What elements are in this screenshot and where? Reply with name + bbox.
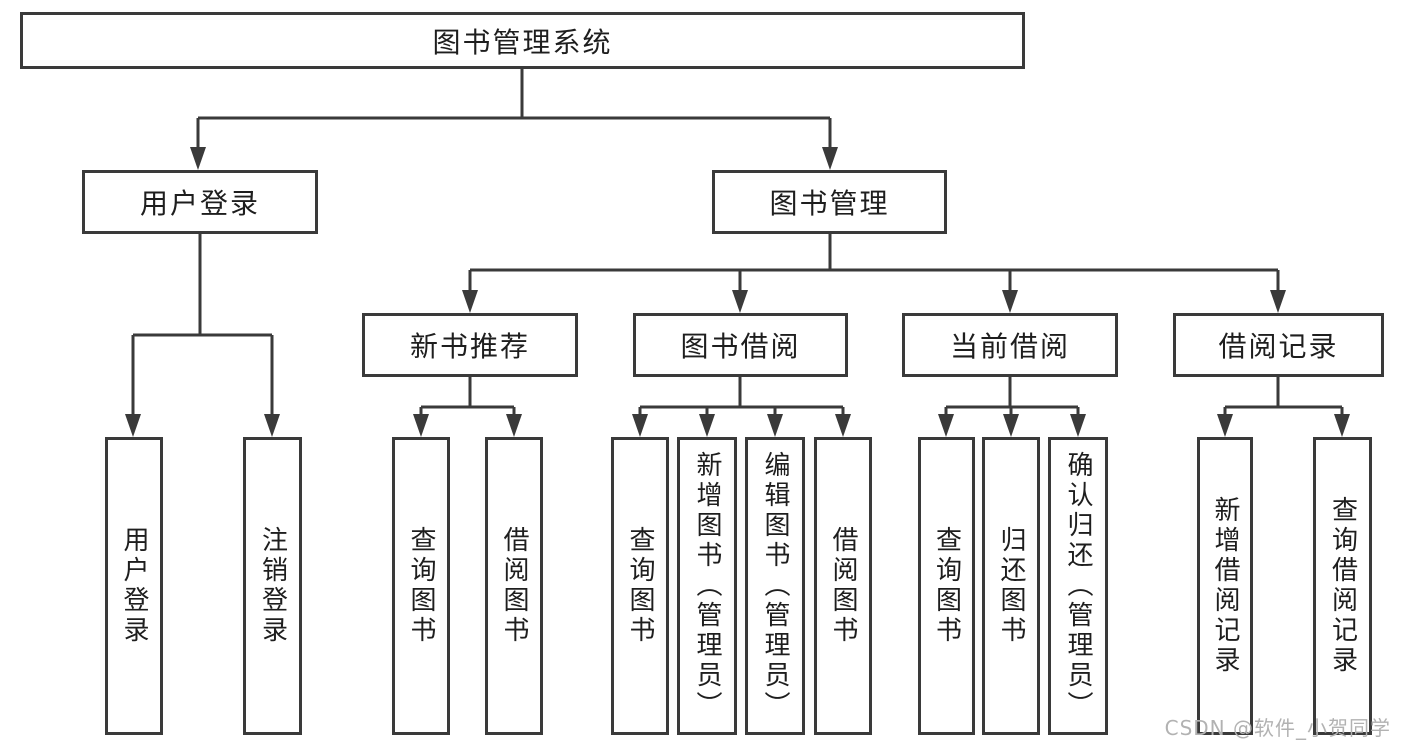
leaf-current-return-books-label: 归还图书	[996, 526, 1026, 646]
node-book-borrowing-label: 图书借阅	[680, 330, 801, 363]
leaf-current-query-books-label: 查询图书	[931, 526, 962, 646]
leaf-current-confirm-return-admin-label: 确认归还（管理员）	[1063, 451, 1093, 721]
leaf-records-query-borrow-record-label: 查询借阅记录	[1327, 496, 1358, 676]
node-user-login-label: 用户登录	[139, 187, 260, 220]
leaf-current-confirm-return-admin: 确认归还（管理员）	[1048, 437, 1108, 735]
node-borrowing-records-label: 借阅记录	[1218, 330, 1339, 363]
node-book-management-label: 图书管理	[769, 187, 890, 220]
leaf-current-return-books: 归还图书	[982, 437, 1040, 735]
leaf-recommend-query-books: 查询图书	[392, 437, 450, 735]
leaf-borrowing-borrow-books: 借阅图书	[814, 437, 872, 735]
leaf-borrowing-add-books-admin: 新增图书（管理员）	[677, 437, 737, 735]
node-root-label: 图书管理系统	[432, 25, 613, 59]
node-current-borrowing-label: 当前借阅	[949, 330, 1070, 363]
leaf-user-login-label: 用户登录	[119, 526, 149, 646]
node-borrowing-records: 借阅记录	[1173, 313, 1384, 377]
node-current-borrowing: 当前借阅	[902, 313, 1118, 377]
leaf-recommend-borrow-books: 借阅图书	[485, 437, 543, 735]
node-root: 图书管理系统	[20, 12, 1025, 69]
leaf-records-add-borrow-record: 新增借阅记录	[1197, 437, 1253, 735]
leaf-borrowing-query-books: 查询图书	[611, 437, 669, 735]
node-new-book-recommendation-label: 新书推荐	[409, 330, 530, 363]
node-user-login: 用户登录	[82, 170, 318, 234]
leaf-recommend-query-books-label: 查询图书	[406, 526, 436, 646]
leaf-logout: 注销登录	[243, 437, 302, 735]
leaf-records-query-borrow-record: 查询借阅记录	[1313, 437, 1372, 735]
node-book-management: 图书管理	[712, 170, 947, 234]
leaf-borrowing-query-books-label: 查询图书	[625, 526, 655, 646]
leaf-user-login: 用户登录	[105, 437, 163, 735]
connector-paths	[131, 68, 1344, 419]
leaf-borrowing-edit-books-admin: 编辑图书（管理员）	[745, 437, 805, 735]
leaf-borrowing-borrow-books-label: 借阅图书	[828, 526, 858, 646]
connector-arrowheads	[125, 147, 1350, 437]
leaf-records-add-borrow-record-label: 新增借阅记录	[1210, 496, 1240, 676]
leaf-logout-label: 注销登录	[257, 526, 288, 646]
leaf-borrowing-add-books-admin-label: 新增图书（管理员）	[692, 451, 722, 721]
leaf-current-query-books: 查询图书	[918, 437, 975, 735]
node-new-book-recommendation: 新书推荐	[362, 313, 578, 377]
node-book-borrowing: 图书借阅	[633, 313, 848, 377]
leaf-recommend-borrow-books-label: 借阅图书	[499, 526, 529, 646]
leaf-borrowing-edit-books-admin-label: 编辑图书（管理员）	[760, 451, 790, 721]
watermark: CSDN @软件_小贺同学	[1164, 716, 1391, 740]
